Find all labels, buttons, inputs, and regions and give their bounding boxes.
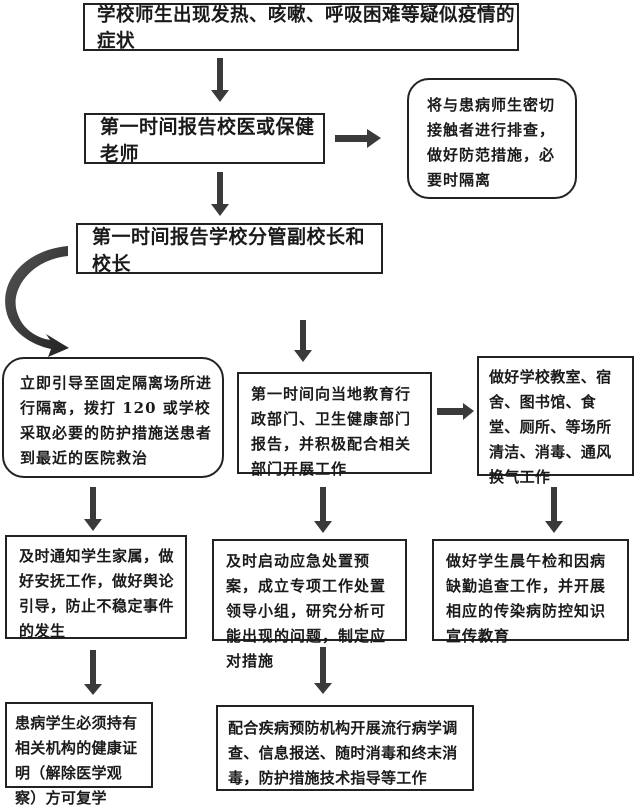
node-morning-check-text: 做好学生晨午检和因病缺勤追查工作，并开展相应的传染病防控知识宣传教育	[446, 552, 607, 645]
arrow-down-icon	[211, 58, 229, 102]
node-emergency-plan: 及时启动应急处置预案，成立专项工作处置领导小组，研究分析可能出现的问题，制定应对…	[212, 539, 407, 670]
node-isolation: 立即引导至固定隔离场所进行隔离，拨打 120 或学校采取必要的防护措施送患者到最…	[2, 357, 224, 478]
node-morning-check: 做好学生晨午检和因病缺勤追查工作，并开展相应的传染病防控知识宣传教育	[432, 539, 629, 645]
arrow-right-icon	[437, 403, 474, 420]
node-return-school: 患病学生必须持有相关机构的健康证明（解除医学观察）方可复学	[5, 702, 153, 807]
node-disinfection: 做好学校教室、宿舍、图书馆、食堂、厕所、等场所清洁、消毒、通风换气工作	[477, 356, 634, 486]
node-report-principal-text: 第一时间报告学校分管副校长和校长	[92, 225, 366, 275]
node-notify-family: 及时通知学生家属，做好安抚工作，做好舆论引导，防止不稳定事件的发生	[5, 535, 187, 640]
curved-arrow-icon	[5, 246, 70, 357]
node-symptoms: 学校师生出现发热、咳嗽、呼吸困难等疑似疫情的症状	[83, 3, 519, 52]
arrow-down-icon	[545, 487, 563, 533]
arrow-down-icon	[294, 320, 312, 362]
node-report-doctor: 第一时间报告校医或保健老师	[84, 113, 325, 165]
arrow-down-icon	[84, 650, 102, 695]
node-emergency-plan-text: 及时启动应急处置预案，成立专项工作处置领导小组，研究分析可能出现的问题，制定应对…	[226, 552, 387, 670]
node-cdc-cooperation-text: 配合疾病预防机构开展流行病学调查、信息报送、随时消毒和终末消毒，防护措施技术指导…	[228, 719, 458, 787]
arrow-down-icon	[211, 172, 229, 216]
node-report-authorities-text: 第一时间向当地教育行政部门、卫生健康部门报告，并积极配合相关部门开展工作	[251, 385, 412, 478]
node-contact-screening-text: 将与患病师生密切接触者进行排查，做好防范措施，必要时隔离	[427, 96, 556, 189]
node-isolation-text: 立即引导至固定隔离场所进行隔离，拨打 120 或学校采取必要的防护措施送患者到最…	[20, 374, 213, 467]
node-report-authorities: 第一时间向当地教育行政部门、卫生健康部门报告，并积极配合相关部门开展工作	[237, 372, 432, 478]
arrow-down-icon	[314, 647, 332, 694]
node-report-principal: 第一时间报告学校分管副校长和校长	[76, 223, 383, 275]
arrow-down-icon	[314, 487, 332, 533]
node-return-school-text: 患病学生必须持有相关机构的健康证明（解除医学观察）方可复学	[15, 714, 138, 807]
arrow-down-icon	[84, 487, 102, 531]
node-notify-family-text: 及时通知学生家属，做好安抚工作，做好舆论引导，防止不稳定事件的发生	[19, 547, 175, 640]
node-contact-screening: 将与患病师生密切接触者进行排查，做好防范措施，必要时隔离	[407, 78, 577, 199]
arrow-right-icon	[335, 129, 381, 148]
node-cdc-cooperation: 配合疾病预防机构开展流行病学调查、信息报送、随时消毒和终末消毒，防护措施技术指导…	[216, 705, 474, 791]
node-report-doctor-text: 第一时间报告校医或保健老师	[100, 115, 315, 165]
node-disinfection-text: 做好学校教室、宿舍、图书馆、食堂、厕所、等场所清洁、消毒、通风换气工作	[489, 368, 612, 486]
node-symptoms-text: 学校师生出现发热、咳嗽、呼吸困难等疑似疫情的症状	[97, 5, 516, 52]
